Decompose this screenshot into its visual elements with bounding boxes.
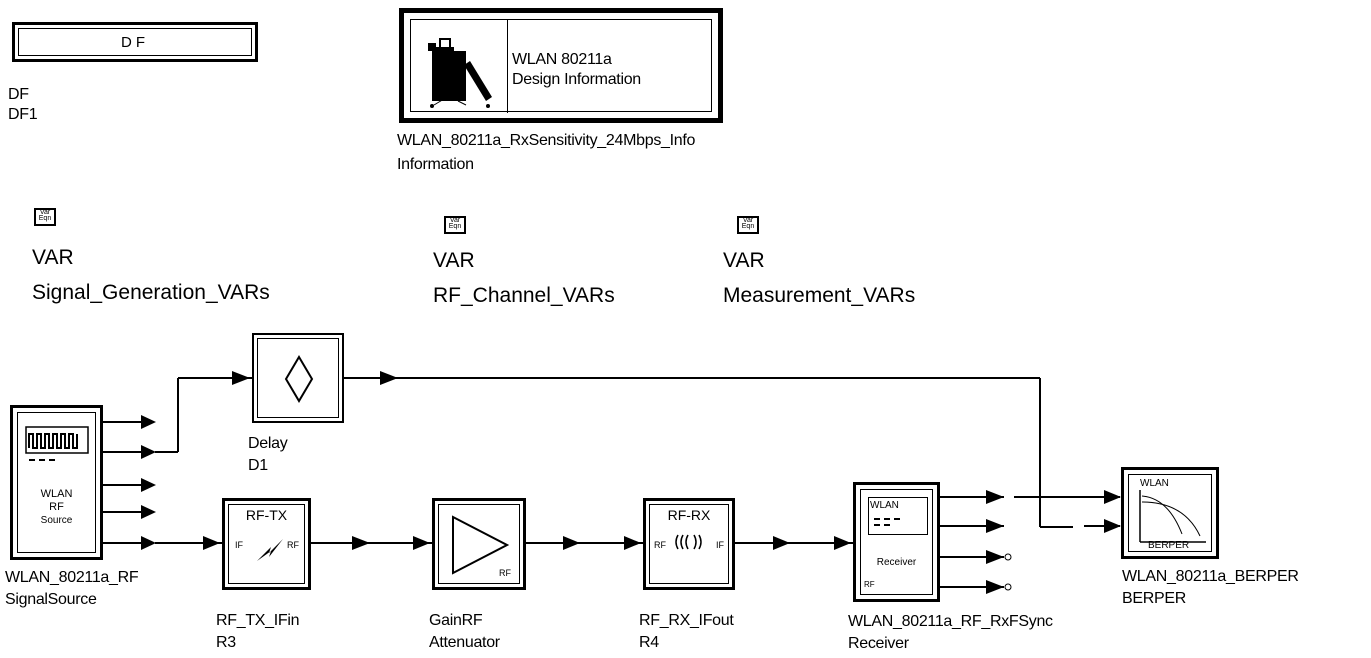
design-info-title-line2: Design Information — [512, 71, 641, 88]
var-rf-channel-type: VAR — [433, 249, 475, 272]
df-controller-instance-label: DF1 — [8, 106, 38, 123]
var-signal-generation-type: VAR — [32, 246, 74, 269]
var-signal-generation-name: Signal_Generation_VARs — [32, 281, 270, 304]
rf-tx-block[interactable]: RF-TX IF RF — [222, 498, 311, 590]
berper-inner-frame — [1128, 474, 1212, 552]
df-controller-type-label: DF — [8, 86, 29, 103]
var-eqn-icon-bottom: Eqn — [38, 215, 52, 222]
ber-curve-icon — [1139, 490, 1206, 543]
var-rf-channel-name: RF_Channel_VARs — [433, 284, 615, 307]
rf-tx-icon-left: IF — [235, 540, 243, 550]
signal-waveform-icon — [25, 426, 89, 461]
berper-icon-top: WLAN — [1140, 478, 1169, 489]
var-eqn-icon-bottom: Eqn — [741, 223, 755, 230]
receiver-block[interactable]: WLAN Receiver RF — [853, 482, 940, 602]
rf-rx-antenna-waves-icon — [675, 534, 702, 550]
wlan-rf-source-instance-label: SignalSource — [5, 591, 97, 608]
var-eqn-icon[interactable]: Var Eqn — [34, 208, 56, 226]
gain-rf-name-label: GainRF — [429, 612, 483, 629]
rf-tx-inner-frame — [228, 504, 305, 584]
berper-icon-bottom: BERPER — [1148, 540, 1190, 551]
rf-rx-icon-right: IF — [716, 540, 724, 550]
rf-tx-instance-label: R3 — [216, 634, 236, 651]
gain-rf-block[interactable]: RF — [432, 498, 526, 590]
gain-rf-icon-text: RF — [499, 568, 511, 578]
var-eqn-icon[interactable]: Var Eqn — [444, 216, 466, 234]
var-eqn-icon-bottom: Eqn — [448, 223, 462, 230]
wlan-rf-source-icon-line3: Source — [40, 515, 73, 526]
receiver-instance-label: Receiver — [848, 635, 909, 652]
rf-rx-icon-title: RF-RX — [667, 507, 711, 523]
rf-tx-icon-right: RF — [287, 540, 299, 550]
var-measurement-name: Measurement_VARs — [723, 284, 916, 307]
wlan-rf-source-block[interactable]: WLAN RF Source — [10, 405, 103, 560]
design-info-kind-label: Information — [397, 156, 474, 173]
berper-name-label: WLAN_80211a_BERPER — [1122, 568, 1299, 585]
design-info-name-label: WLAN_80211a_RxSensitivity_24Mbps_Info — [397, 132, 696, 149]
receiver-icon-line2: Receiver — [876, 557, 917, 568]
receiver-bits-icon — [874, 518, 900, 526]
var-eqn-icon-top: Var — [39, 209, 51, 216]
delay-instance-label: D1 — [248, 457, 268, 474]
delay-block[interactable] — [252, 333, 344, 423]
var-eqn-icon-top: Var — [449, 217, 461, 224]
rf-rx-name-label: RF_RX_IFout — [639, 612, 734, 629]
receiver-inner-frame — [860, 489, 933, 595]
design-info-inner-frame — [410, 19, 712, 112]
wlan-rf-source-inner-frame — [17, 412, 96, 553]
df-controller-inner-frame — [18, 28, 252, 56]
rf-tx-lightning-icon — [257, 539, 283, 561]
design-info-title-line1: WLAN 80211a — [512, 51, 612, 68]
wlan-rf-source-name-label: WLAN_80211a_RF — [5, 569, 139, 586]
delay-name-label: Delay — [248, 435, 288, 452]
receiver-icon-line3: RF — [864, 580, 875, 589]
df-controller-block[interactable]: DF — [12, 22, 258, 62]
gain-rf-instance-label: Attenuator — [429, 634, 500, 651]
delay-diamond-icon — [284, 355, 314, 403]
receiver-name-label: WLAN_80211a_RF_RxFSync — [848, 613, 1053, 630]
receiver-icon-line1: WLAN — [870, 500, 899, 511]
rf-tx-name-label: RF_TX_IFin — [216, 612, 300, 629]
wlan-rf-source-icon-line1: WLAN — [40, 488, 73, 500]
var-eqn-icon-top: Var — [742, 217, 754, 224]
design-info-divider — [507, 19, 508, 113]
var-measurement-type: VAR — [723, 249, 765, 272]
rf-rx-block[interactable]: RF-RX RF IF — [643, 498, 735, 590]
design-info-block[interactable]: WLAN 80211a Design Information — [399, 8, 723, 123]
receiver-screen-frame — [868, 497, 928, 535]
rf-rx-inner-frame — [649, 504, 729, 584]
delay-inner-frame — [257, 338, 339, 418]
wlan-rf-source-icon-line2: RF — [49, 501, 64, 513]
gain-rf-inner-frame — [438, 504, 520, 584]
df-controller-box-label: DF — [121, 34, 149, 51]
design-info-icon — [428, 38, 492, 108]
amplifier-triangle-icon — [452, 515, 510, 575]
berper-instance-label: BERPER — [1122, 590, 1186, 607]
var-eqn-icon[interactable]: Var Eqn — [737, 216, 759, 234]
rf-rx-icon-left: RF — [654, 540, 666, 550]
rf-tx-icon-title: RF-TX — [245, 507, 288, 523]
rf-rx-instance-label: R4 — [639, 634, 659, 651]
berper-block[interactable]: WLAN BERPER — [1121, 467, 1219, 559]
